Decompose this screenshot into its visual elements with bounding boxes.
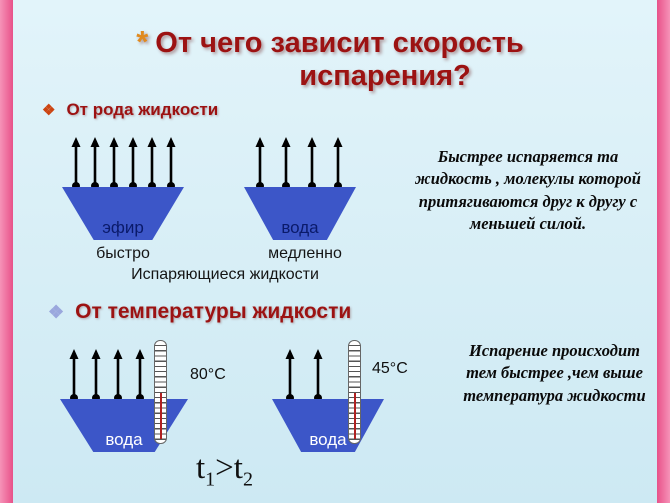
temperature-hot-label: 80°C (190, 366, 226, 383)
liquid-container: вода (272, 399, 384, 452)
liquid-container: вода (244, 187, 356, 240)
caption-evaporating-liquids: Испаряющиеся жидкости (131, 266, 319, 283)
liquid-label: вода (105, 430, 143, 450)
vessel-water-hot: вода (60, 340, 188, 452)
formula-sub2: 2 (242, 468, 253, 491)
temperature-formula: t1>t2 (196, 450, 253, 492)
liquid-label: вода (281, 218, 319, 238)
thermometer-icon (154, 340, 167, 444)
right-border-stripe (657, 0, 670, 503)
evaporation-arrows-icon (285, 349, 323, 402)
note-liquid-type: Быстрее испаряется та жидкость , молекул… (415, 147, 641, 233)
vessel-ether: эфир (62, 136, 184, 240)
vessel-water-warm: вода (272, 340, 384, 452)
section-liquid-heading: ❖ От рода жидкости (42, 100, 218, 120)
diamond-bullet-icon: ❖ (48, 302, 65, 322)
evaporation-arrows-icon (71, 137, 176, 190)
temperature-warm-label: 45°C (372, 360, 408, 377)
liquid-label: вода (309, 430, 347, 450)
title-line2: испарения? (299, 60, 471, 93)
title-line1: От чего зависит скорость (155, 27, 524, 59)
formula-t1: t (196, 450, 206, 486)
formula-gt: > (215, 450, 234, 486)
evaporation-arrows-icon (69, 349, 145, 402)
section-temperature-heading: ❖ От температуры жидкости (48, 300, 351, 324)
vessel-water-1: вода (244, 136, 356, 240)
thermometer-icon (348, 340, 361, 444)
diamond-bullet-icon: ❖ (42, 102, 56, 119)
note-temperature: Испарение происходит тем быстрее ,чем вы… (463, 341, 646, 405)
left-border-stripe (0, 0, 13, 503)
liquid-container: эфир (62, 187, 184, 240)
formula-t2: t (233, 450, 243, 486)
formula-sub1: 1 (205, 468, 216, 491)
slide-title: *От чего зависит скорость испарения? (75, 24, 585, 94)
caption-slow: медленно (268, 245, 342, 262)
evaporation-arrows-icon (255, 137, 343, 190)
liquid-label: эфир (102, 218, 144, 238)
liquid-container: вода (60, 399, 188, 452)
section-liquid-heading-text: От рода жидкости (66, 100, 219, 119)
asterisk-bullet: * (136, 24, 149, 59)
title-line1-row: *От чего зависит скорость (75, 24, 585, 60)
caption-fast: быстро (96, 245, 150, 262)
section-temperature-heading-text: От температуры жидкости (75, 300, 352, 323)
